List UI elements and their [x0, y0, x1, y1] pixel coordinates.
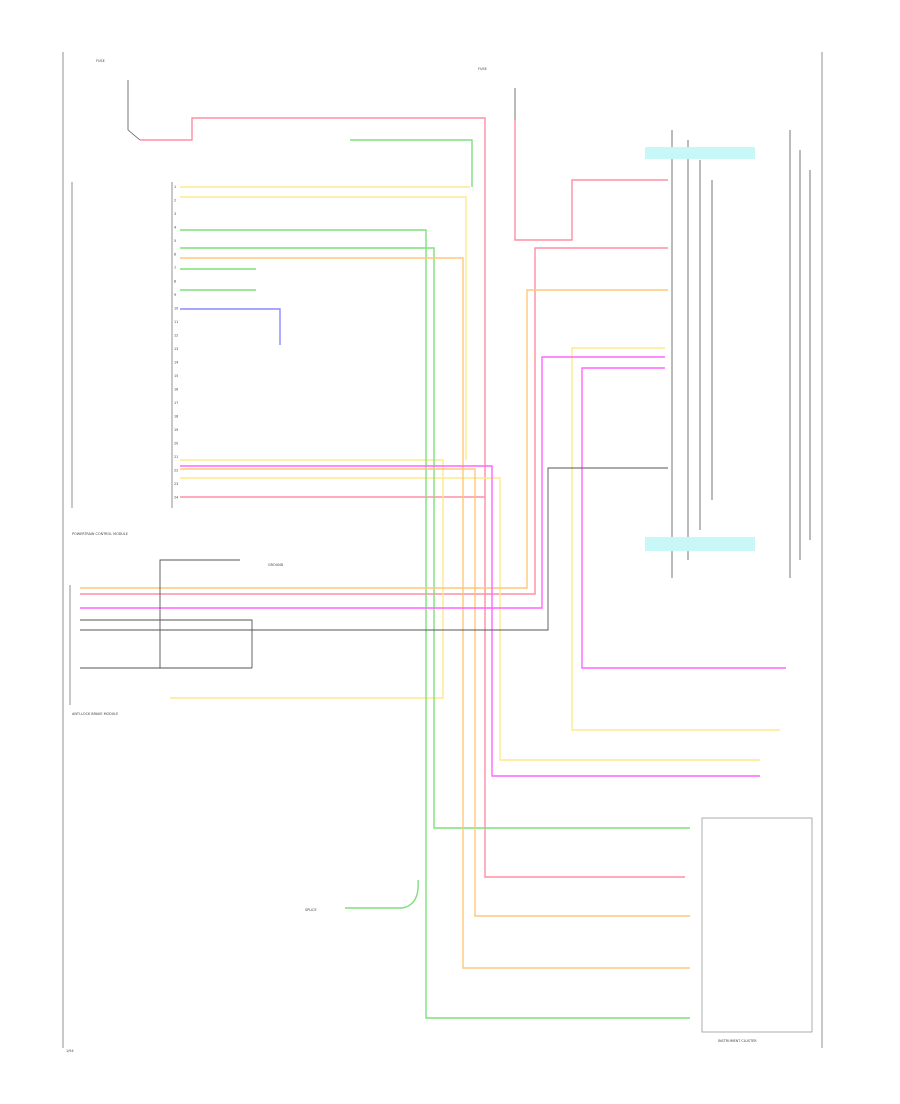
wire-green-2: [180, 229, 690, 1019]
pcm-pin-4: 4: [174, 226, 176, 230]
pcm-pin-6: 6: [174, 253, 176, 257]
wire-yellow-3: [170, 459, 444, 699]
pcm-pin-9: 9: [174, 293, 176, 297]
wire-red-3: [80, 247, 668, 595]
pcm-pin-12: 12: [174, 334, 178, 338]
abs-connector: ANTI-LOCK BRAKE MODULE: [69, 585, 118, 716]
pcm-connector: 123456789101112131415161718192021222324 …: [71, 182, 178, 536]
splice-label: SPLICE: [305, 908, 317, 912]
wire-gray-1: [80, 467, 668, 631]
pcm-pin-19: 19: [174, 428, 178, 432]
ground-label: GROUND: [268, 563, 284, 567]
pcm-pin-23: 23: [174, 482, 178, 486]
wire-pink-3: [180, 465, 760, 777]
wire-yellow-2: [180, 196, 467, 460]
wire-red-1: [140, 117, 486, 498]
fuse-top-left: FUSE: [96, 59, 141, 141]
cluster-label: INSTRUMENT CLUSTER: [718, 1039, 757, 1043]
wire-green-3: [180, 247, 690, 829]
wire-orange-3: [180, 468, 690, 917]
pcm-pin-16: 16: [174, 388, 178, 392]
pcm-pin-20: 20: [174, 442, 178, 446]
fuse-top-left-label: FUSE: [96, 59, 105, 63]
wire-orange-1: [180, 257, 690, 969]
wire-gray-2: [80, 619, 253, 668]
wire-orange-2: [80, 289, 668, 589]
cyan-highlight-top: [645, 147, 755, 159]
wire-pink-2: [581, 367, 786, 669]
pcm-pin-22: 22: [174, 469, 178, 473]
fuse-top-mid-label: FUSE: [478, 67, 487, 71]
pcm-pin-10: 10: [174, 307, 178, 311]
fuse-top-mid: FUSE: [478, 67, 516, 120]
pcm-pin-2: 2: [174, 199, 176, 203]
pcm-pin-3: 3: [174, 212, 176, 216]
pcm-pin-17: 17: [174, 401, 178, 405]
pcm-pin-5: 5: [174, 239, 176, 243]
pcm-pin-15: 15: [174, 374, 178, 378]
pcm-pin-21: 21: [174, 455, 178, 459]
pcm-pin-14: 14: [174, 361, 178, 365]
wire-yellow-5: [571, 347, 780, 731]
right-connector-stack: [671, 130, 811, 578]
page-number: 1/94: [66, 1049, 74, 1053]
pcm-pin-13: 13: [174, 347, 178, 351]
wire-gray-3: [159, 559, 240, 668]
pcm-pin-11: 11: [174, 320, 178, 324]
wire-red-4: [484, 497, 685, 878]
wire-pink-1: [80, 356, 665, 609]
cyan-highlight-bottom: [645, 537, 755, 551]
instrument-cluster-box: INSTRUMENT CLUSTER: [701, 817, 813, 1043]
pcm-pin-8: 8: [174, 280, 176, 284]
pcm-label: POWERTRAIN CONTROL MODULE: [72, 532, 128, 536]
abs-label: ANTI-LOCK BRAKE MODULE: [72, 712, 118, 716]
wire-green-6: [345, 879, 419, 909]
wire-blue-1: [180, 308, 281, 345]
pcm-pin-7: 7: [174, 266, 176, 270]
wire-red-2: [514, 120, 668, 241]
pcm-pin-18: 18: [174, 415, 178, 419]
pcm-pin-1: 1: [174, 185, 176, 189]
pcm-pin-24: 24: [174, 496, 178, 500]
wire-yellow-4: [180, 477, 760, 761]
wire-green-1: [350, 139, 473, 187]
